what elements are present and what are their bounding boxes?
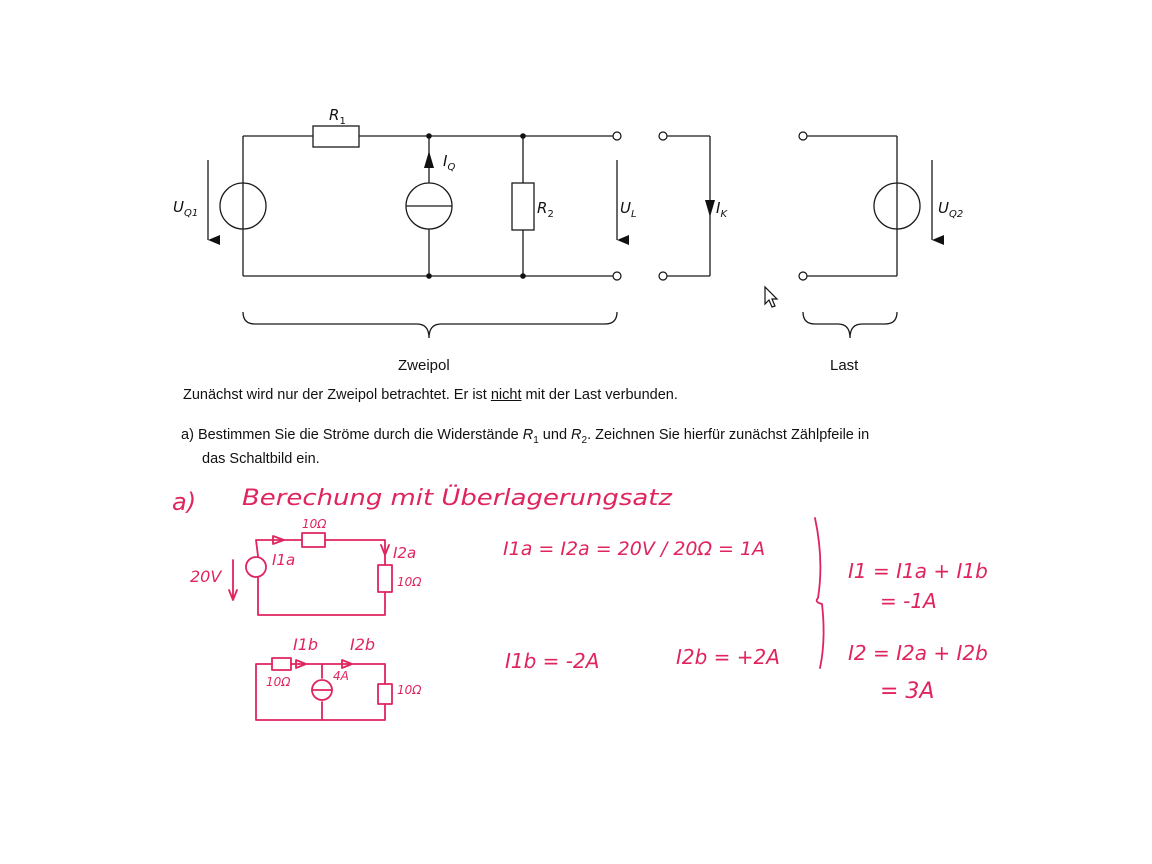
hw-i2a: I2a	[393, 544, 416, 562]
terminal-top-left	[612, 131, 622, 141]
handwritten-notes: a) Berechung mit Überlagerungsatz 10Ω 20…	[172, 485, 988, 721]
hw-src-current: 4A	[333, 669, 349, 683]
hw-eq-a: I1a = I2a = 20V / 20Ω = 1A	[503, 538, 765, 560]
hw-part-label: a)	[172, 488, 196, 516]
hw-r-right: 10Ω	[397, 575, 422, 589]
hw-circuit-a	[228, 532, 393, 616]
intro-underlined: nicht	[490, 387, 522, 403]
hw-r-top: 10Ω	[302, 517, 327, 531]
terminal-bottom-left	[612, 271, 622, 281]
hw-title: Berechung mit Überlagerungsatz	[242, 485, 673, 511]
task-r2: R	[571, 427, 582, 443]
voltage-source-q2	[873, 182, 921, 230]
brace-last	[802, 311, 898, 339]
zweipol-circuit	[207, 125, 629, 281]
task-and: und	[538, 427, 572, 443]
label-uq1: UQ1	[173, 198, 198, 219]
label-r1: R1	[329, 106, 346, 127]
task-r2-sub: 2	[581, 434, 588, 446]
intro-after: mit der Last verbunden.	[521, 387, 678, 403]
label-r2: R2	[537, 199, 554, 220]
label-ik: IK	[716, 199, 728, 220]
short-circuit-ik	[658, 131, 715, 281]
task-part1: Bestimmen Sie die Ströme durch die Wider…	[197, 427, 523, 443]
hw-i2b: I2b	[350, 635, 375, 654]
resistor-r1	[312, 125, 360, 148]
hw-res-i2: I2 = I2a + I2b	[848, 641, 988, 665]
hw-bracket	[814, 517, 825, 669]
task-prefix: a)	[181, 427, 194, 443]
task-r1-sub: 1	[533, 434, 539, 446]
voltage-source-q1	[219, 182, 267, 230]
hw-res-i1-val: = -1A	[880, 589, 937, 613]
caption-last: Last	[830, 357, 859, 374]
task-part2: . Zeichnen Sie hierfür zunächst Zählpfei…	[587, 427, 870, 443]
hw-eq-b2: I2b = +2A	[676, 645, 780, 669]
task-line2: das Schaltbild ein.	[202, 451, 320, 467]
current-source-q	[405, 182, 453, 230]
hw-i1a: I1a	[272, 551, 295, 569]
hw-res-i2-val: = 3A	[880, 679, 934, 704]
label-ul: UL	[620, 199, 637, 220]
label-uq2: UQ2	[938, 199, 963, 220]
hw-r-right-b: 10Ω	[397, 683, 422, 697]
task-r1: R	[522, 427, 534, 443]
task-a-line2: das Schaltbild ein.	[202, 448, 320, 470]
task-a: a) Bestimmen Sie die Ströme durch die Wi…	[181, 424, 981, 452]
hw-i1b: I1b	[293, 635, 318, 654]
brace-zweipol	[242, 311, 618, 339]
hw-r-left-b: 10Ω	[266, 675, 291, 689]
caption-zweipol: Zweipol	[398, 357, 450, 374]
resistor-r2	[511, 182, 535, 231]
hw-circuit-b	[255, 657, 393, 721]
load-circuit	[798, 131, 944, 281]
mouse-cursor-icon	[764, 285, 779, 308]
label-iq: IQ	[443, 152, 455, 173]
hw-src-voltage: 20V	[190, 567, 222, 586]
iq-arrow-icon	[424, 151, 434, 168]
hw-eq-b1: I1b = -2A	[505, 649, 599, 673]
intro-before: Zunächst wird nur der Zweipol betrachtet…	[183, 387, 491, 403]
intro-paragraph: Zunächst wird nur der Zweipol betrachtet…	[183, 384, 678, 406]
hw-res-i1: I1 = I1a + I1b	[848, 559, 988, 583]
